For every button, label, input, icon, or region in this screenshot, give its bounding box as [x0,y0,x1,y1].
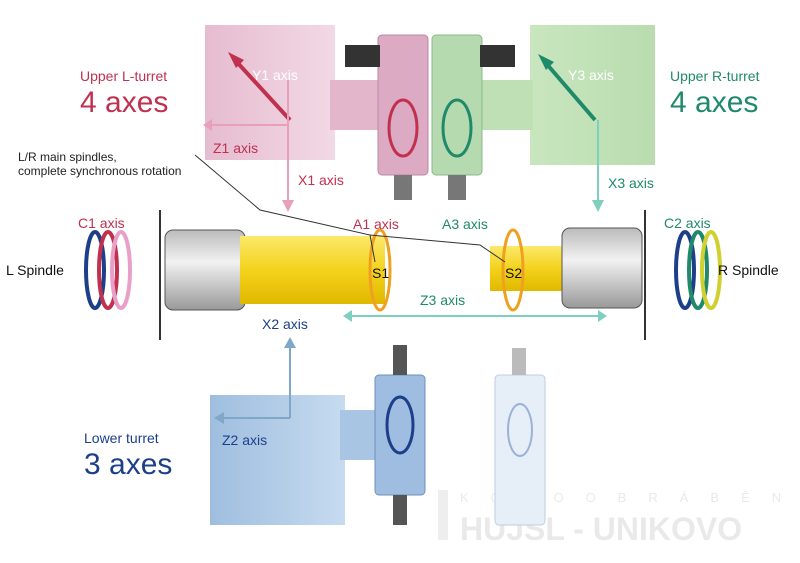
s2-label: S2 [505,265,523,281]
x2-axis-label: X2 axis [262,316,308,332]
y3-axis-label: Y3 axis [568,67,614,83]
x3-axis-label: X3 axis [608,175,654,191]
z1-axis-label: Z1 axis [213,140,259,156]
spindle-note-line2: complete synchronous rotation [18,164,182,178]
upper-r-turret [431,25,655,212]
c2-axis-label: C2 axis [664,215,711,231]
spindles [84,154,722,340]
upper-r-turret-title: Upper R-turret [670,68,760,84]
s1-label: S1 [372,265,390,281]
upper-l-turret [203,25,429,212]
upper-l-turret-axes: 4 axes [80,86,169,119]
r-spindle-label: R Spindle [718,262,779,278]
z2-axis-label: Z2 axis [222,432,268,448]
z3-axis-label: Z3 axis [420,292,466,308]
watermark-logo: KOVOOBRÁBĚNÍ HUJSL - UNIKOVO [438,490,800,547]
a3-axis-label: A3 axis [442,216,488,232]
lower-turret-axes: 3 axes [84,448,173,481]
c1-axis-label: C1 axis [78,215,125,231]
upper-l-turret-title: Upper L-turret [80,68,168,84]
a1-axis-label: A1 axis [353,216,399,232]
y1-axis-label: Y1 axis [252,67,298,83]
l-spindle-label: L Spindle [6,262,64,278]
lower-turret-title: Lower turret [84,430,159,446]
spindle-note-line1: L/R main spindles, [18,150,117,164]
upper-r-turret-axes: 4 axes [670,86,759,119]
lower-turret [210,337,546,526]
x1-axis-label: X1 axis [298,172,344,188]
